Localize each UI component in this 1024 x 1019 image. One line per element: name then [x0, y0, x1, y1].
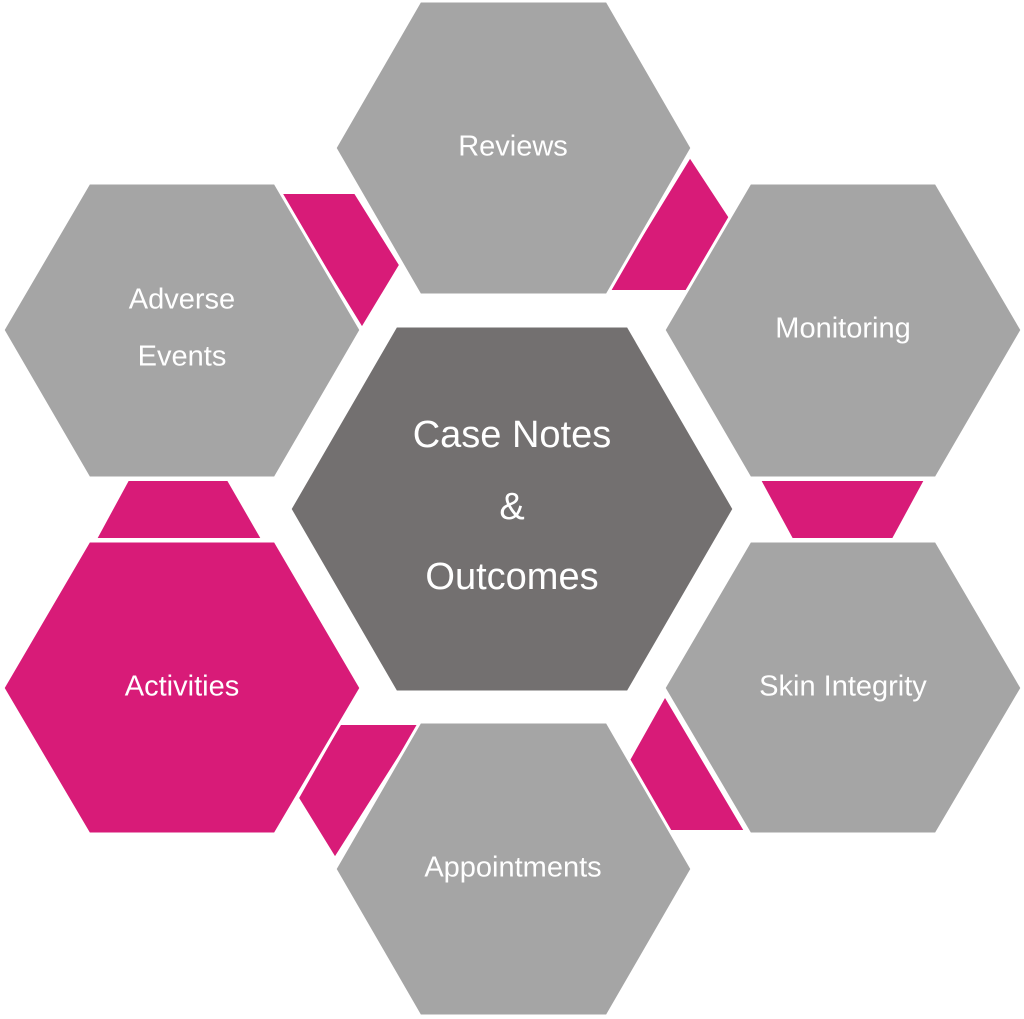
monitoring-label: Monitoring	[775, 313, 910, 345]
center-label-line-2: &	[499, 486, 524, 528]
node-reviews[interactable]: Reviews	[333, 0, 694, 297]
appointments-hexagon	[333, 720, 694, 1018]
connector-adverse-activities	[94, 479, 264, 540]
reviews-hexagon	[333, 0, 694, 297]
connector-monitoring-skin	[758, 479, 927, 540]
center-label-line-1: Case Notes	[413, 414, 612, 456]
skin-integrity-label: Skin Integrity	[759, 671, 927, 703]
node-case-notes-outcomes[interactable]: Case Notes & Outcomes	[288, 324, 736, 694]
adverse-events-hexagon	[1, 181, 363, 480]
monitoring-hexagon	[662, 181, 1024, 480]
skin-integrity-hexagon	[662, 539, 1024, 836]
activities-label: Activities	[125, 671, 239, 703]
activities-hexagon	[1, 539, 363, 836]
adverse-events-label-line-1: Adverse	[129, 284, 235, 316]
node-skin-integrity[interactable]: Skin Integrity	[662, 539, 1024, 836]
reviews-label: Reviews	[458, 131, 568, 163]
adverse-events-label-line-2: Events	[138, 341, 227, 373]
appointments-label: Appointments	[424, 852, 601, 884]
center-hexagon	[288, 324, 736, 694]
node-adverse-events[interactable]: Adverse Events	[1, 181, 363, 480]
node-appointments[interactable]: Appointments	[333, 720, 694, 1018]
node-monitoring[interactable]: Monitoring	[662, 181, 1024, 480]
node-activities[interactable]: Activities	[1, 539, 363, 836]
center-label-line-3: Outcomes	[425, 556, 598, 598]
